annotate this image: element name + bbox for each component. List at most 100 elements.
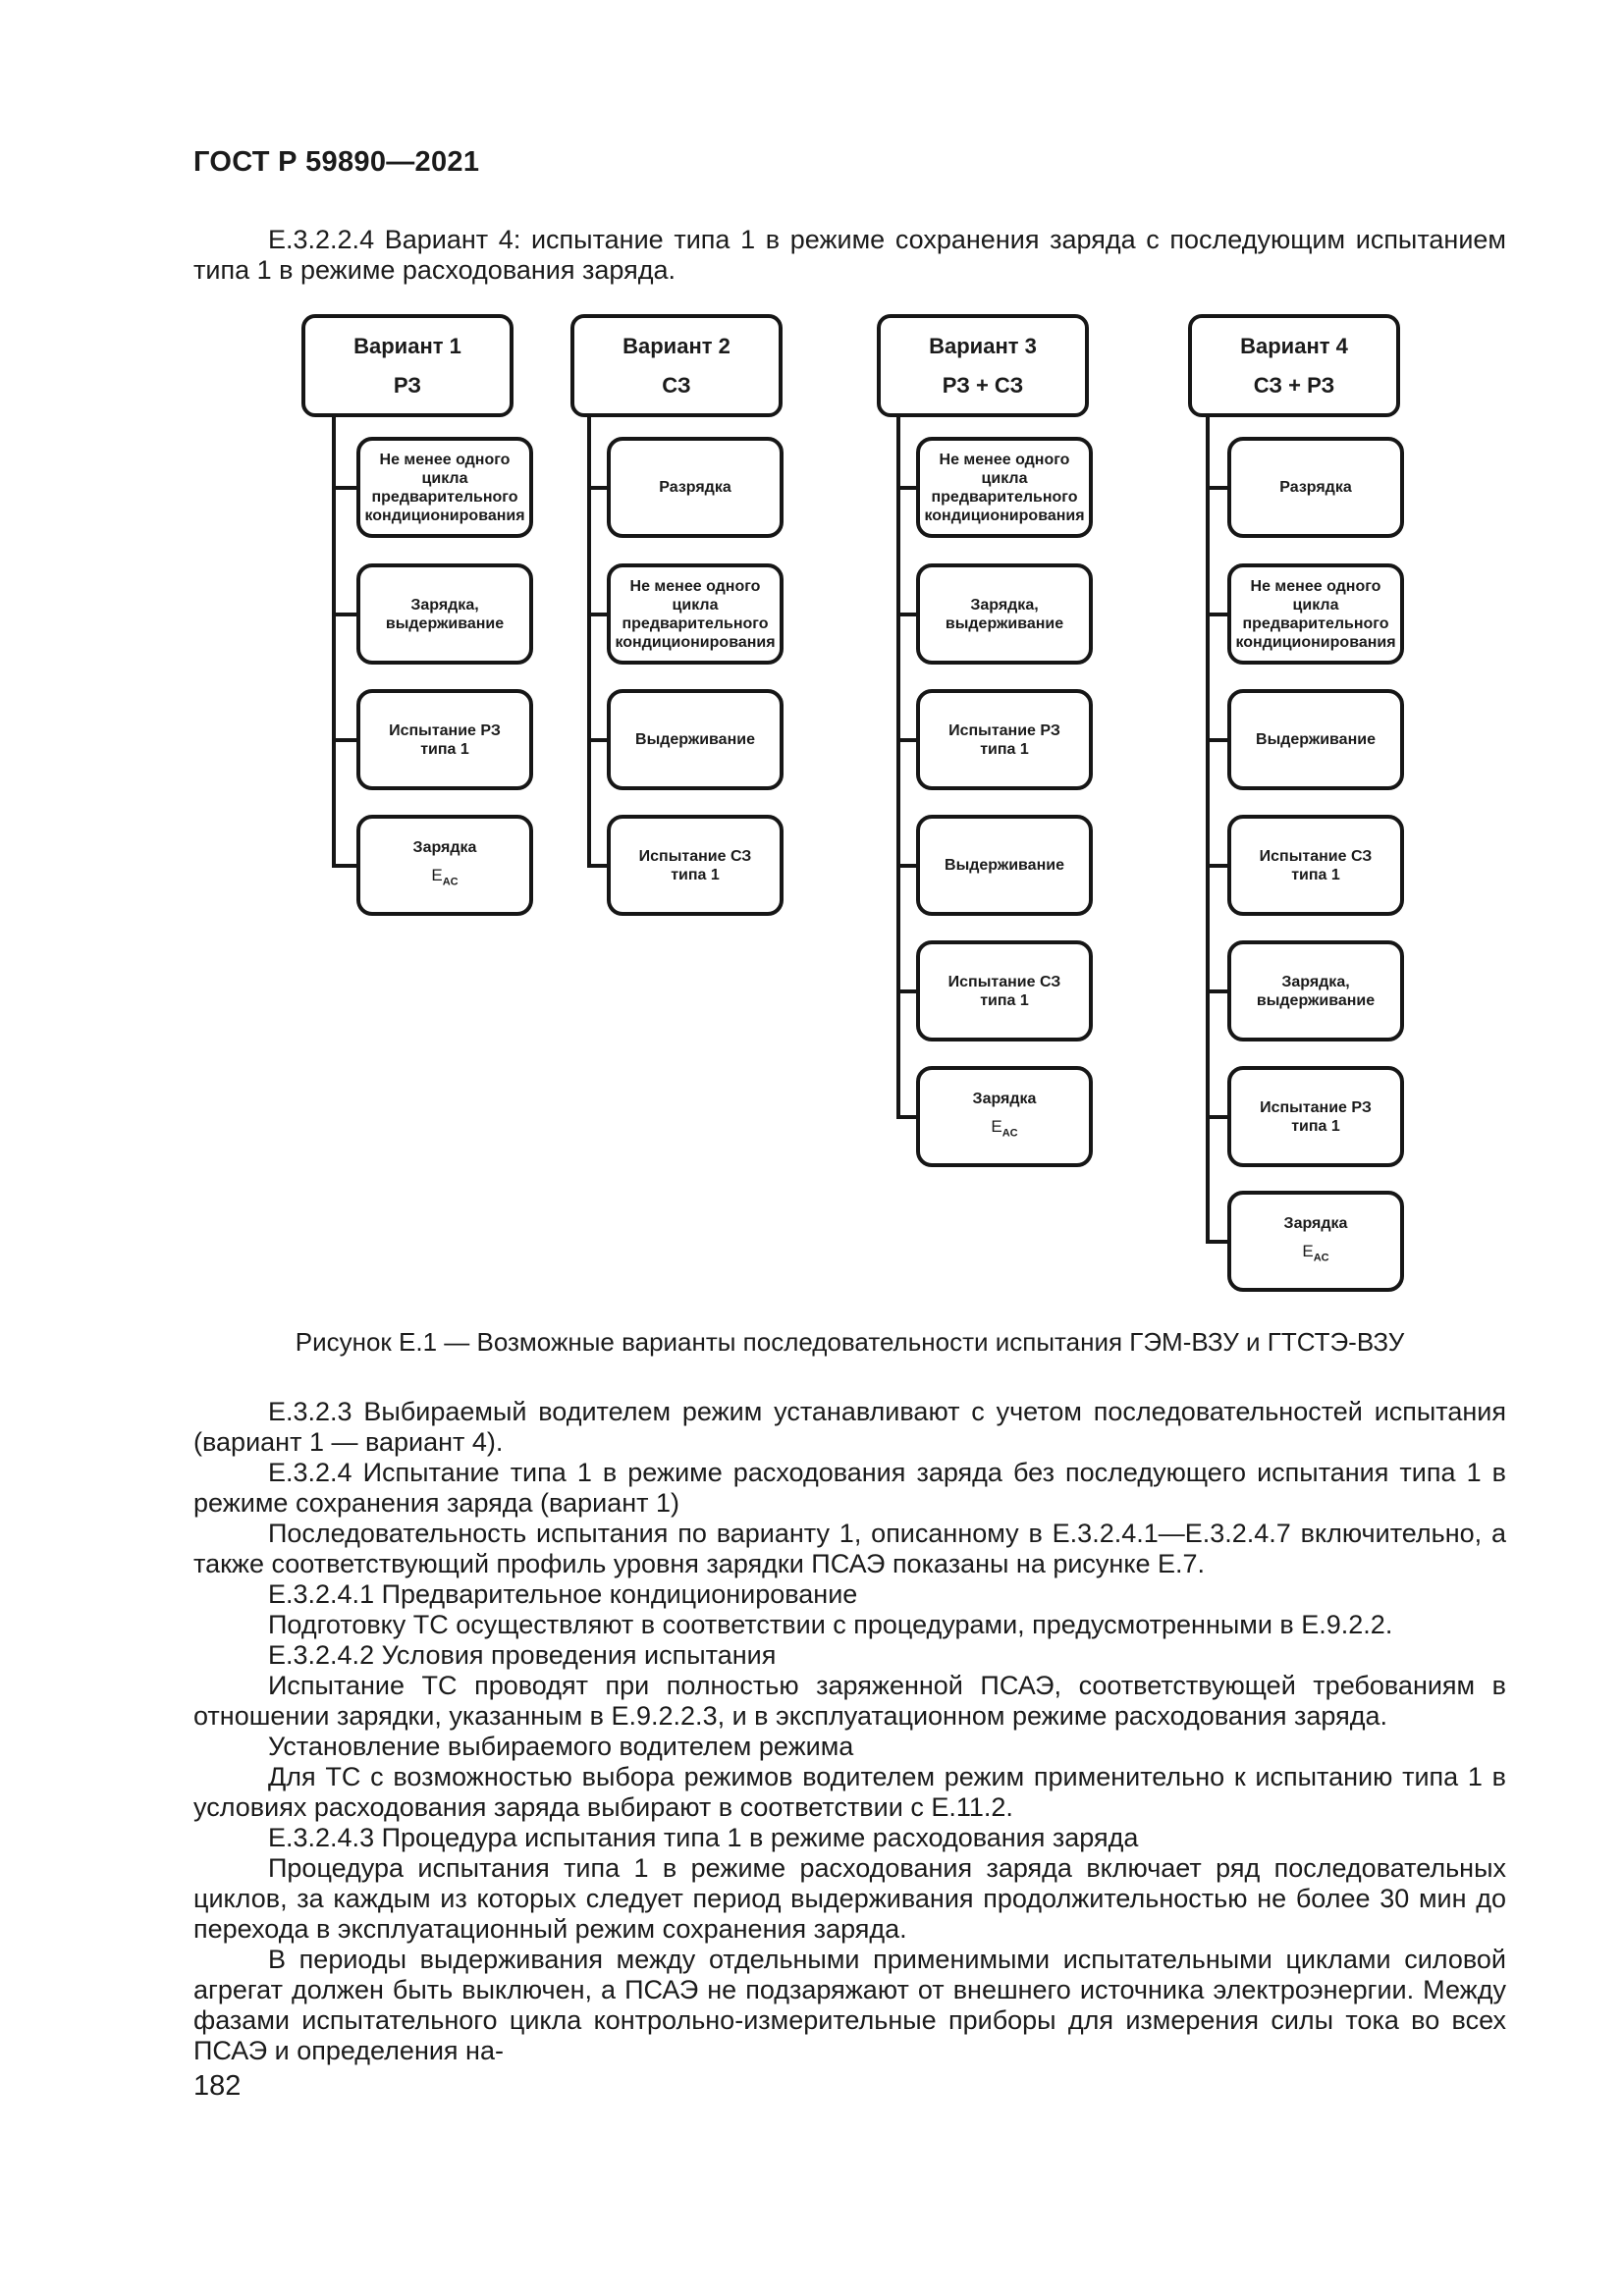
flow-step-line: предварительного xyxy=(931,488,1078,506)
flow-step-line: Выдерживание xyxy=(635,731,755,748)
flow-step-line: Не менее одного xyxy=(1250,577,1381,595)
flow-step-line: кондиционирования xyxy=(615,633,776,651)
body-paragraph: Е.3.2.4 Испытание типа 1 в режиме расход… xyxy=(193,1458,1506,1518)
variant-header-box: Вариант 4 СЗ + РЗ xyxy=(1188,314,1400,417)
figure-caption: Рисунок Е.1 — Возможные варианты последо… xyxy=(295,1327,1405,1357)
body-paragraph: Последовательность испытания по варианту… xyxy=(193,1519,1506,1578)
flow-step-line: типа 1 xyxy=(671,866,720,883)
variant-subtitle: СЗ + РЗ xyxy=(1253,372,1335,398)
flow-step-line: предварительного xyxy=(622,614,769,632)
flow-step-line: Не менее одного xyxy=(379,451,511,468)
flow-step-line: Испытание РЗ xyxy=(948,721,1060,739)
flow-step-line: Зарядка, xyxy=(1281,973,1350,990)
flow-step-line: выдерживание xyxy=(385,614,505,632)
flow-step-line: Зарядка xyxy=(972,1091,1037,1108)
body-paragraph: Е.3.2.4.3 Процедура испытания типа 1 в р… xyxy=(268,1823,1139,1852)
variant-title: Вариант 4 xyxy=(1240,333,1348,358)
flow-step-line: Испытание СЗ xyxy=(1259,847,1373,865)
body-paragraph: Испытание ТС проводят при полностью заря… xyxy=(193,1671,1506,1731)
connector-vertical-line xyxy=(896,417,900,1119)
flow-step-line: выдерживание xyxy=(1256,991,1376,1009)
connector-branch-line xyxy=(1206,863,1229,868)
page-number: 182 xyxy=(193,2070,242,2102)
connector-branch-line xyxy=(587,863,609,868)
connector-branch-line xyxy=(1206,988,1229,993)
flow-step-line: Разрядка xyxy=(1279,479,1352,496)
flow-step-box: Зарядка,выдерживание xyxy=(1227,940,1404,1041)
body-paragraph: В периоды выдерживания между отдельными … xyxy=(193,1945,1506,2065)
connector-branch-line xyxy=(896,485,918,490)
flow-step-line: кондиционирования xyxy=(924,507,1085,524)
variant-title: Вариант 1 xyxy=(353,333,461,358)
variant-title: Вариант 3 xyxy=(929,333,1037,358)
flow-step-box: Зарядка,выдерживание xyxy=(356,563,533,665)
flow-step-line: типа 1 xyxy=(1291,866,1340,883)
connector-branch-line xyxy=(1206,737,1229,742)
flow-step-line: Разрядка xyxy=(659,479,731,496)
connector-branch-line xyxy=(332,485,358,490)
flow-step-line: Испытание СЗ xyxy=(638,847,752,865)
flow-step-line: кондиционирования xyxy=(364,507,525,524)
flow-step-box: Выдерживание xyxy=(1227,689,1404,790)
flow-step-line: цикла xyxy=(672,596,719,614)
flow-step-line: Испытание РЗ xyxy=(389,721,501,739)
flow-step-box: Зарядка,выдерживание xyxy=(916,563,1093,665)
variant-header-box: Вариант 1 РЗ xyxy=(301,314,514,417)
flow-step-line: цикла xyxy=(421,469,468,487)
flow-step-line: EAC xyxy=(431,866,459,888)
connector-branch-line xyxy=(332,737,358,742)
body-paragraph: Е.3.2.3 Выбираемый водителем режим устан… xyxy=(193,1397,1506,1457)
connector-vertical-line xyxy=(587,417,591,868)
variant-subtitle: РЗ xyxy=(393,372,422,398)
document-code-header: ГОСТ Р 59890—2021 xyxy=(193,146,480,178)
body-paragraph: Подготовку ТС осуществляют в соответстви… xyxy=(268,1610,1393,1639)
flow-step-line: EAC xyxy=(991,1117,1018,1140)
flow-step-line: кондиционирования xyxy=(1235,633,1396,651)
connector-branch-line xyxy=(1206,1239,1229,1244)
flow-step-line: Не менее одного xyxy=(629,577,761,595)
body-text: Е.3.2.3 Выбираемый водителем режим устан… xyxy=(193,1397,1506,2066)
flow-step-line: Испытание РЗ xyxy=(1260,1098,1372,1116)
connector-branch-line xyxy=(332,612,358,616)
connector-branch-line xyxy=(587,737,609,742)
flow-step-line: Зарядка xyxy=(1283,1215,1348,1233)
flow-step-line: Выдерживание xyxy=(1256,731,1376,748)
body-paragraph: Установление выбираемого водителем режим… xyxy=(268,1732,854,1761)
flow-step-line: Выдерживание xyxy=(945,857,1064,874)
body-paragraph: Е.3.2.4.1 Предварительное кондиционирова… xyxy=(268,1579,858,1609)
flow-step-box: Разрядка xyxy=(1227,437,1404,538)
flow-step-line: типа 1 xyxy=(1291,1117,1340,1135)
connector-branch-line xyxy=(896,737,918,742)
flow-step-line: Не менее одного xyxy=(939,451,1070,468)
connector-branch-line xyxy=(587,485,609,490)
flow-step-line: выдерживание xyxy=(945,614,1064,632)
flow-step-line: Зарядка, xyxy=(970,596,1039,614)
variant-subtitle: СЗ xyxy=(662,372,691,398)
flow-step-line: типа 1 xyxy=(980,740,1029,758)
flow-step-line: предварительного xyxy=(1242,614,1389,632)
connector-branch-line xyxy=(896,1114,918,1119)
connector-branch-line xyxy=(1206,1114,1229,1119)
connector-branch-line xyxy=(332,863,358,868)
flow-step-line: цикла xyxy=(1292,596,1339,614)
connector-branch-line xyxy=(896,612,918,616)
connector-branch-line xyxy=(896,988,918,993)
flow-step-line: предварительного xyxy=(371,488,518,506)
connector-vertical-line xyxy=(1206,417,1210,1244)
flow-step-line: цикла xyxy=(981,469,1028,487)
flow-step-line: Зарядка, xyxy=(410,596,479,614)
